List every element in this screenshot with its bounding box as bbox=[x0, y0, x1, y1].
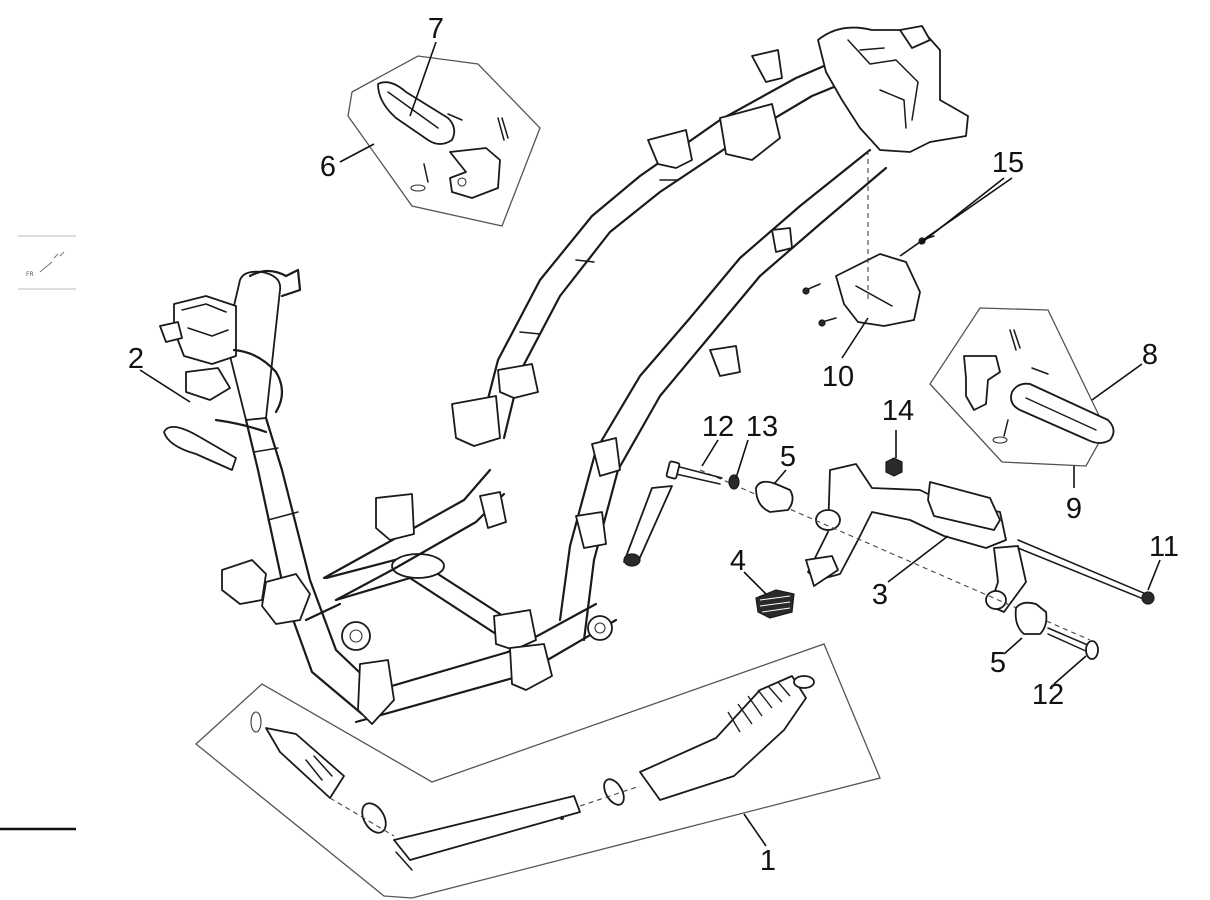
callout-5-top: 5 bbox=[780, 441, 796, 473]
thumbnail-label: FR bbox=[26, 271, 34, 278]
callout-labels: 7 6 2 15 10 8 14 9 12 13 5 4 3 11 5 12 1 bbox=[128, 13, 1179, 877]
center-stand-part-3 bbox=[699, 463, 1147, 641]
callout-2: 2 bbox=[128, 343, 144, 375]
main-frame bbox=[159, 25, 969, 725]
callout-11: 11 bbox=[1149, 531, 1179, 563]
callout-12-bottom: 12 bbox=[1032, 679, 1064, 711]
callout-14: 14 bbox=[882, 395, 914, 427]
intake-duct-group-part-1 bbox=[195, 643, 881, 899]
callout-9: 9 bbox=[1066, 493, 1082, 525]
callout-10: 10 bbox=[822, 361, 854, 393]
small-hardware bbox=[665, 457, 1155, 660]
callout-1: 1 bbox=[760, 845, 776, 877]
callout-6: 6 bbox=[320, 151, 336, 183]
callout-4: 4 bbox=[730, 545, 746, 577]
footrest-bracket-group-left bbox=[347, 55, 541, 227]
callout-3: 3 bbox=[872, 579, 888, 611]
callout-8: 8 bbox=[1142, 339, 1158, 371]
front-orientation-thumbnail: FR bbox=[18, 235, 76, 290]
leader-lines bbox=[139, 41, 1161, 847]
callout-5-bottom: 5 bbox=[990, 647, 1006, 679]
callout-15: 15 bbox=[992, 147, 1024, 179]
callout-12-top: 12 bbox=[702, 411, 734, 443]
callout-13: 13 bbox=[746, 411, 778, 443]
callout-7: 7 bbox=[428, 13, 444, 45]
rear-cover-part-10 bbox=[802, 150, 935, 327]
footrest-bracket-group-right bbox=[929, 307, 1115, 467]
